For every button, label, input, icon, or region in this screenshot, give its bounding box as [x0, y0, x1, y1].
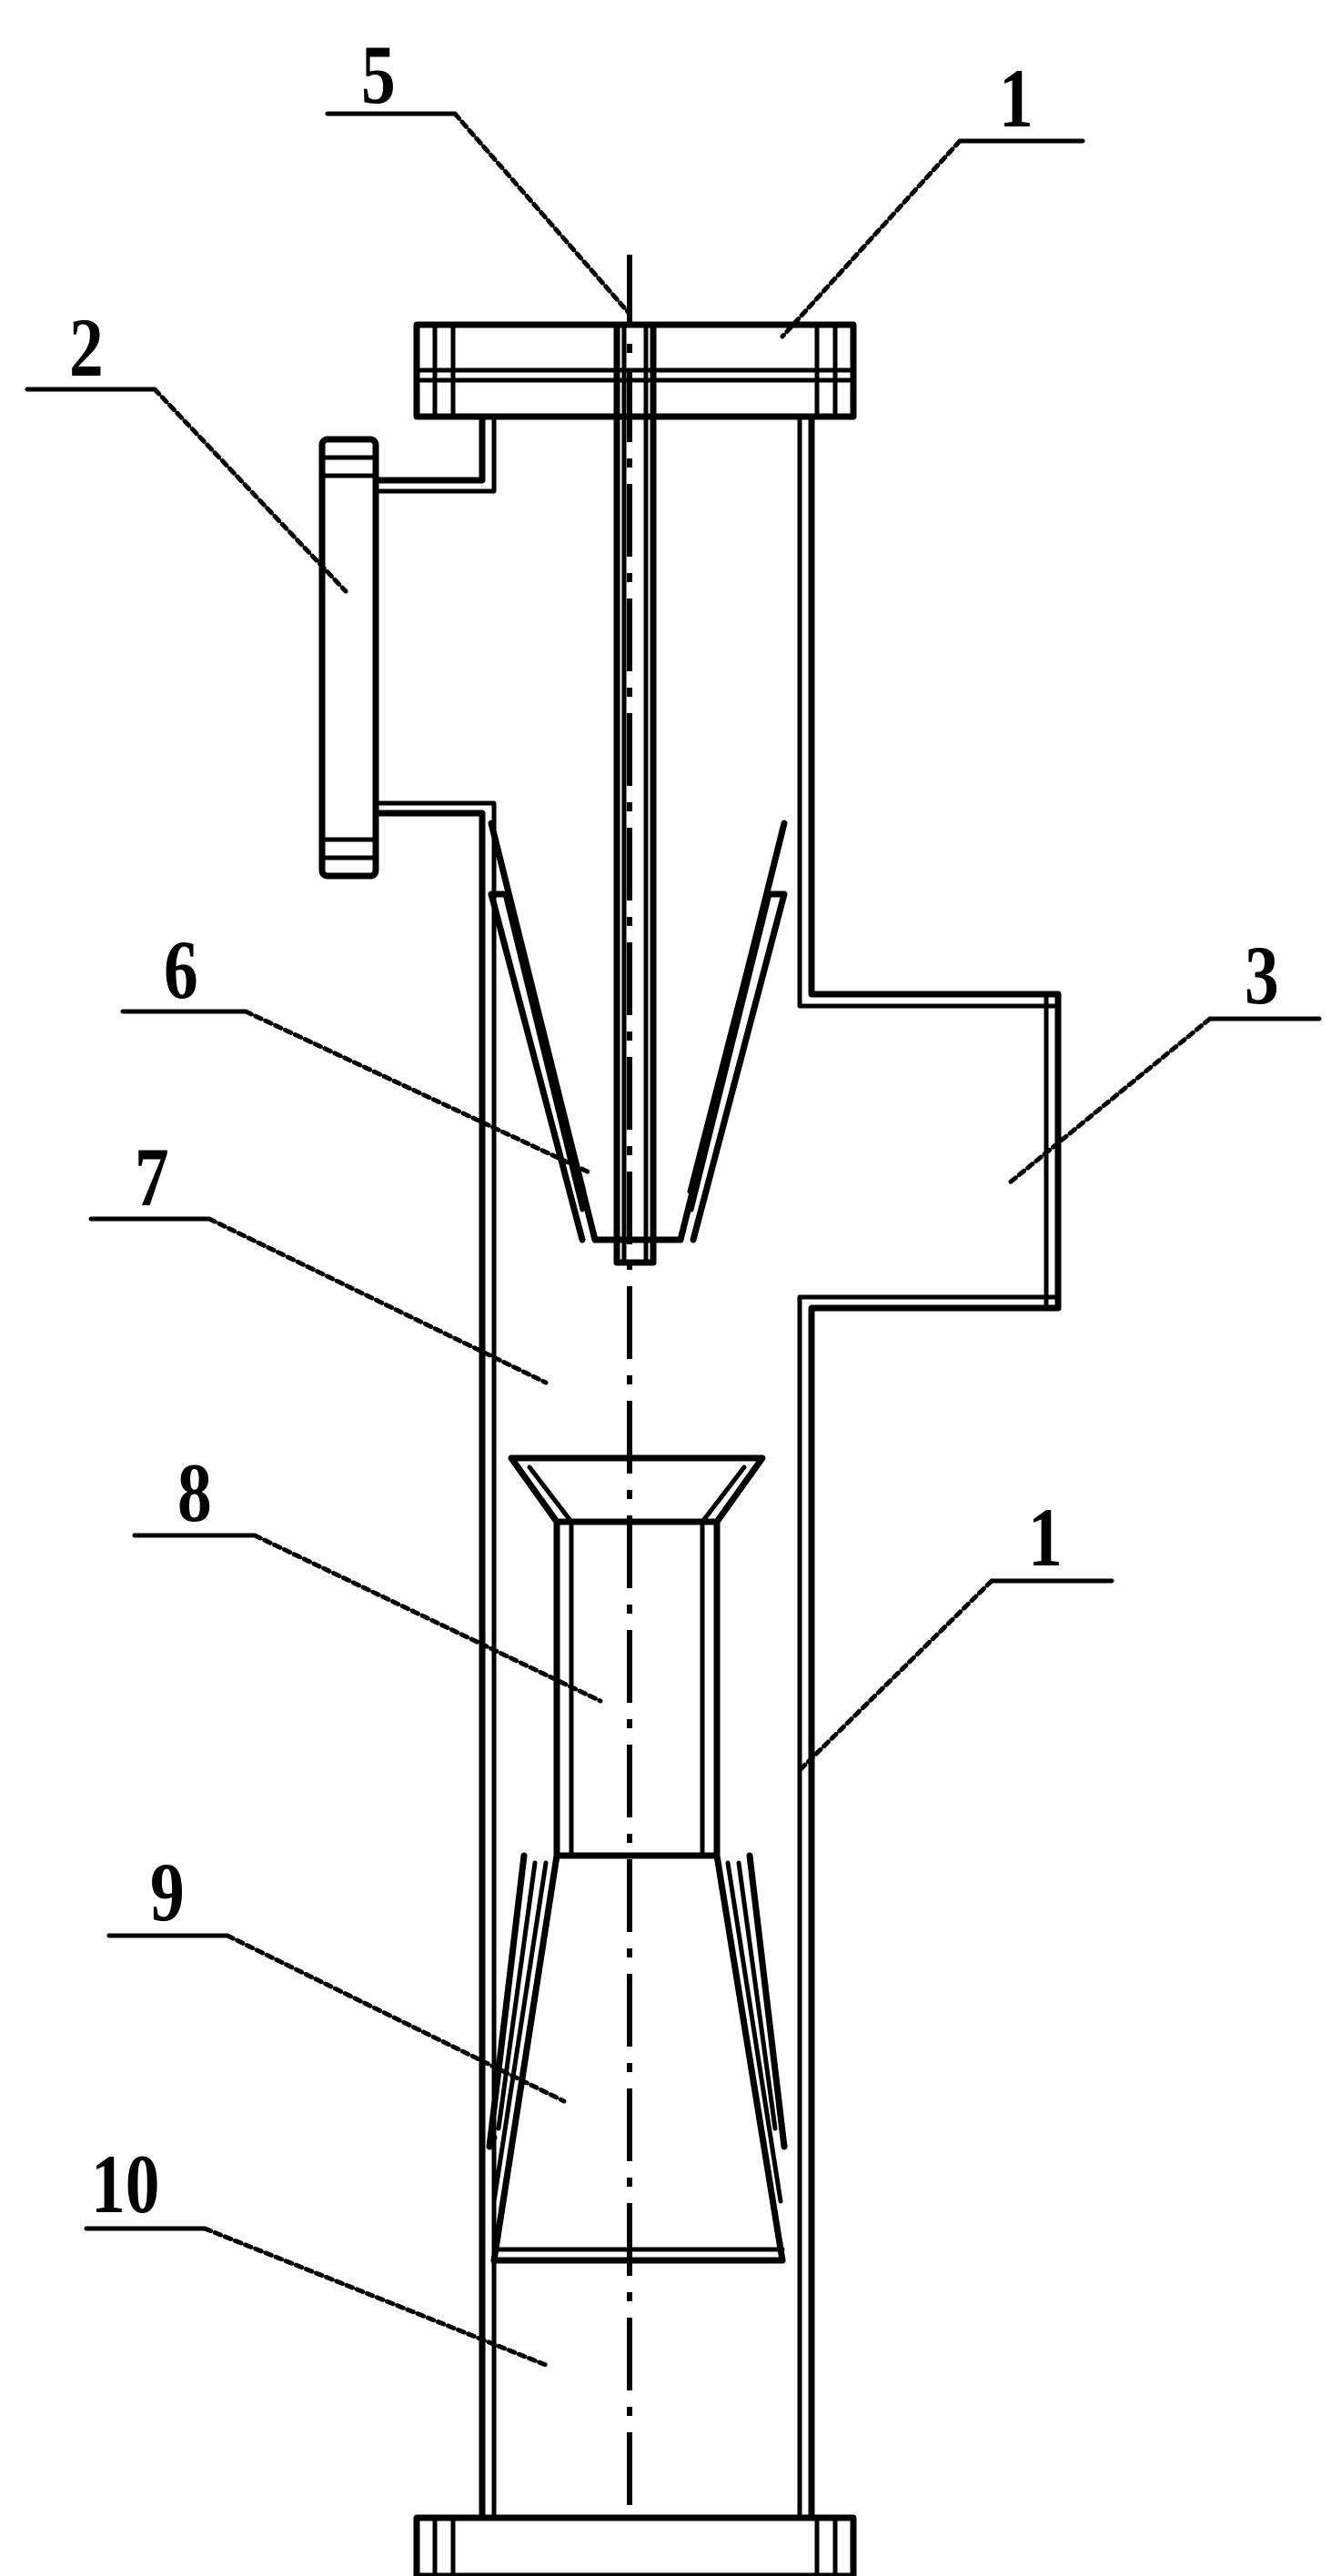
- lower-diffuser-cone: [486, 1852, 788, 2264]
- part-label-3: 3: [1245, 929, 1279, 1021]
- top-flange: [413, 321, 857, 420]
- central-overflow-tube: [613, 321, 657, 1266]
- lower-cylinder: [490, 2247, 786, 2264]
- part-label-8: 8: [177, 1446, 212, 1539]
- part-label-10: 10: [91, 2138, 160, 2230]
- inlet-flange: [318, 436, 379, 880]
- upper-cone: [488, 820, 788, 1243]
- main-body-walls: [372, 413, 1062, 2521]
- part-label-5: 5: [361, 28, 396, 121]
- part-label-9: 9: [150, 1846, 185, 1938]
- throat-insert: [508, 1454, 766, 1859]
- bottom-flange: [413, 2514, 857, 2576]
- leader-lines: [25, 111, 1322, 2368]
- part-label-1-top: 1: [999, 52, 1034, 145]
- part-label-7: 7: [135, 1131, 169, 1223]
- part-label-6: 6: [164, 923, 198, 1016]
- part-label-1-side: 1: [1028, 1491, 1063, 1584]
- part-label-2: 2: [69, 301, 104, 394]
